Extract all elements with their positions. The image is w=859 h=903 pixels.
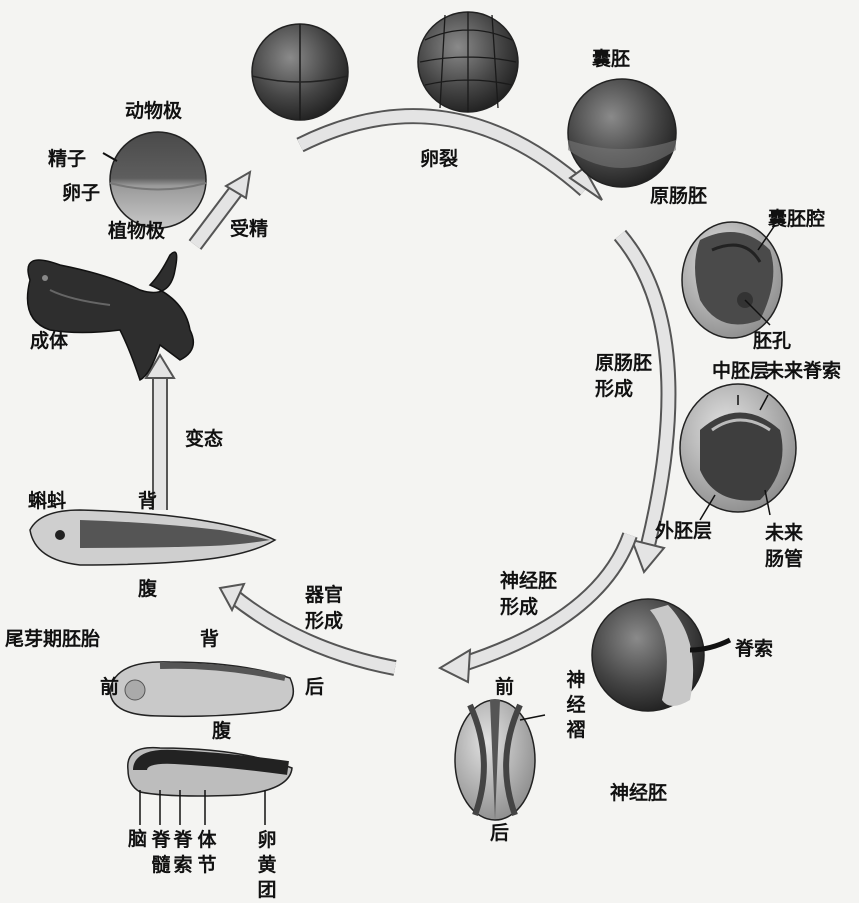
neurula-side <box>592 599 730 711</box>
label-ventral-1: 腹 <box>138 578 157 600</box>
label-anterior-2: 前 <box>495 676 514 698</box>
label-neurula: 神经胚 <box>610 782 667 804</box>
label-brain: 脑 <box>128 828 147 850</box>
label-gastrulation: 原肠胚 形成 <box>595 350 652 402</box>
tailbud-embryo <box>110 662 293 717</box>
label-future-notochord: 未来脊索 <box>765 360 841 382</box>
label-organogenesis: 器官 形成 <box>305 582 343 634</box>
label-posterior-1: 后 <box>305 676 324 698</box>
label-blastula: 囊胚 <box>592 48 630 70</box>
label-blastocoel: 囊胚腔 <box>768 208 825 230</box>
label-somite: 体节 <box>196 828 218 878</box>
label-animal-pole: 动物极 <box>125 100 182 122</box>
label-blastopore: 胚孔 <box>753 330 791 352</box>
tailbud-section <box>128 748 292 825</box>
tadpole <box>30 510 275 565</box>
blastula <box>568 79 676 187</box>
label-tailbud-embryo: 尾芽期胚胎 <box>5 628 100 650</box>
label-tadpole: 蝌蚪 <box>28 490 66 512</box>
label-dorsal-1: 背 <box>138 490 157 512</box>
label-gastrula: 原肠胚 <box>650 185 707 207</box>
label-posterior-2: 后 <box>490 822 509 844</box>
label-sperm: 精子 <box>48 148 86 170</box>
label-fertilization: 受精 <box>230 218 268 240</box>
label-neural-fold: 神经褶 <box>565 668 587 743</box>
label-dorsal-2: 背 <box>200 628 219 650</box>
label-notochord: 脊索 <box>735 638 773 660</box>
cycle-arrows <box>146 116 668 682</box>
label-egg: 卵子 <box>62 182 100 204</box>
adult-frog <box>28 252 194 380</box>
label-notochord-2: 脊索 <box>172 828 194 878</box>
label-ectoderm: 外胚层 <box>655 520 712 542</box>
label-anterior-1: 前 <box>100 676 119 698</box>
cleavage-embryo-late <box>418 12 518 112</box>
label-future-gut: 未来 肠管 <box>765 520 803 572</box>
neurula-dorsal <box>455 700 545 820</box>
gastrula <box>682 222 782 338</box>
label-ventral-2: 腹 <box>212 720 231 742</box>
label-neurulation: 神经胚 形成 <box>500 568 557 620</box>
label-mesoderm: 中胚层 <box>712 360 769 382</box>
label-adult: 成体 <box>30 330 68 352</box>
label-yolk-plug: 卵黄团 <box>256 828 278 903</box>
label-vegetal-pole: 植物极 <box>108 220 165 242</box>
cleavage-embryo-early <box>252 24 348 120</box>
label-metamorphosis: 变态 <box>185 428 223 450</box>
label-spinal-cord: 脊髓 <box>150 828 172 878</box>
label-cleavage: 卵裂 <box>420 148 458 170</box>
gastrula-layers <box>680 384 796 520</box>
zygote <box>103 132 206 228</box>
